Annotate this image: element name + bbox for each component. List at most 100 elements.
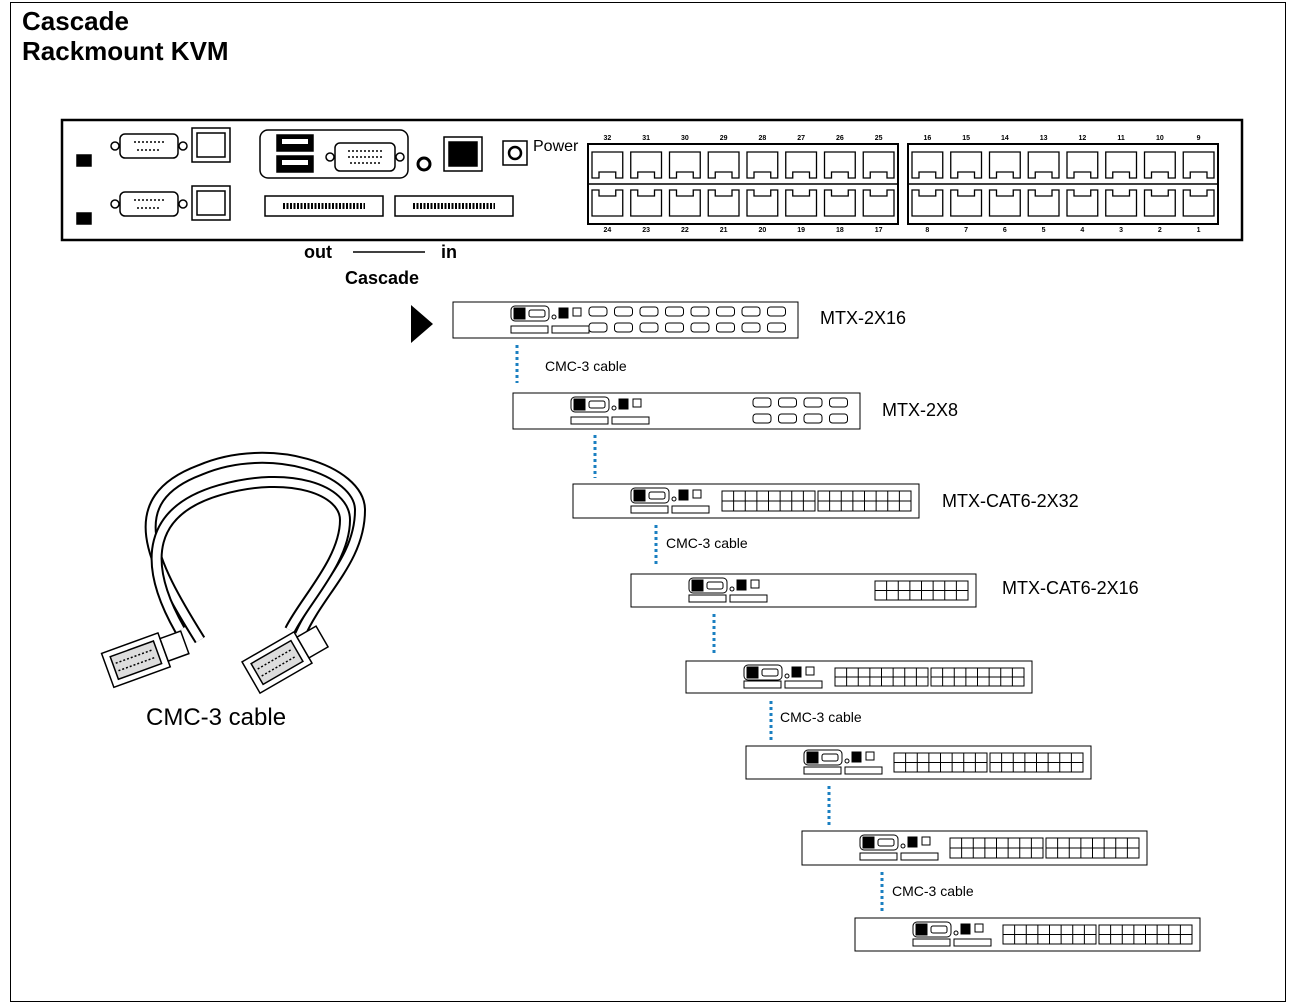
cascade-chain — [452, 301, 1201, 952]
rj45-port — [746, 189, 779, 217]
rj45-port — [988, 151, 1021, 179]
port-number-label: 31 — [642, 135, 650, 142]
rj45-port — [911, 189, 944, 217]
rj45-port — [911, 151, 944, 179]
serial-port-bottom — [110, 191, 188, 217]
cascade-unit — [452, 301, 799, 339]
cascade-unit — [630, 573, 977, 608]
rj45-port — [950, 151, 983, 179]
port-number-label: 11 — [1117, 135, 1125, 142]
port-number-label: 9 — [1197, 135, 1201, 142]
cable-label-4: CMC-3 cable — [892, 883, 974, 899]
vga-port — [767, 306, 786, 317]
port-number-label: 23 — [642, 227, 650, 234]
port-number-label: 21 — [720, 227, 728, 234]
diagram-title: Cascade Rackmount KVM — [22, 6, 229, 66]
port-number-label: 17 — [875, 227, 883, 234]
main-port-numbers: 3224312330222921282027192618251716815714… — [603, 135, 1200, 234]
title-line-2: Rackmount KVM — [22, 36, 229, 66]
port-number-label: 18 — [836, 227, 844, 234]
vga-port — [588, 322, 608, 333]
model-label-2: MTX-2X8 — [882, 400, 959, 420]
rj45-port — [1182, 151, 1215, 179]
main-kvm-unit — [60, 118, 1244, 242]
rj45-port — [746, 151, 779, 179]
serial-port-top — [110, 133, 188, 159]
vga-port — [690, 306, 710, 317]
port-number-label: 3 — [1119, 227, 1123, 234]
rj45-port — [988, 189, 1021, 217]
cascade-unit — [572, 483, 920, 519]
rj45-port — [823, 189, 856, 217]
vga-port — [614, 306, 633, 317]
cable-label-1: CMC-3 cable — [545, 358, 627, 374]
vga-port — [665, 306, 684, 317]
rj45-port — [823, 151, 856, 179]
vga-port — [829, 413, 848, 424]
vga-port — [588, 306, 608, 317]
rj45-port — [630, 189, 663, 217]
port-number-label: 32 — [603, 135, 611, 142]
port-number-label: 25 — [875, 135, 883, 142]
rj45-port — [950, 189, 983, 217]
rj45-port — [1105, 151, 1138, 179]
cascade-unit — [512, 392, 861, 430]
rj45-port — [1182, 189, 1215, 217]
port-number-label: 12 — [1078, 135, 1086, 142]
power-label: Power — [533, 138, 579, 155]
rj45-port — [1027, 151, 1060, 179]
vga-port — [778, 397, 797, 408]
cable-label-2: CMC-3 cable — [666, 535, 748, 551]
vga-port — [716, 322, 735, 333]
vga-port — [639, 322, 659, 333]
cascade-in-label: in — [441, 242, 457, 262]
vga-port — [803, 413, 823, 424]
rj45-port — [1143, 189, 1176, 217]
title-line-1: Cascade — [22, 6, 129, 36]
port-number-label: 14 — [1001, 135, 1009, 142]
cmc3-cable-icon — [100, 451, 367, 695]
vga-port — [639, 306, 659, 317]
cable-picture-label: CMC-3 cable — [146, 704, 287, 731]
cascade-label: Cascade — [345, 268, 420, 288]
port-number-label: 7 — [964, 227, 968, 234]
rj45-port — [707, 151, 740, 179]
cascade-unit — [745, 745, 1092, 780]
cascade-out-connector — [264, 195, 384, 217]
rj45-port — [1066, 189, 1099, 217]
port-number-label: 2 — [1158, 227, 1162, 234]
vga-port — [716, 306, 735, 317]
port-number-label: 10 — [1156, 135, 1164, 142]
rj45-port — [862, 151, 895, 179]
rj45-port — [1066, 151, 1099, 179]
port-number-label: 4 — [1080, 227, 1084, 234]
rj45-port — [1105, 189, 1138, 217]
arrow-icon — [411, 305, 433, 343]
port-number-label: 1 — [1197, 227, 1201, 234]
port-number-label: 27 — [797, 135, 805, 142]
cable-label-3: CMC-3 cable — [780, 709, 862, 725]
cascade-unit — [685, 660, 1033, 694]
vga-port — [767, 322, 786, 333]
vga-port — [752, 413, 772, 424]
vga-port — [741, 322, 761, 333]
vga-port — [741, 306, 761, 317]
rj45-port — [785, 189, 818, 217]
model-label-1: MTX-2X16 — [820, 308, 907, 328]
port-number-label: 13 — [1040, 135, 1048, 142]
port-number-label: 5 — [1042, 227, 1046, 234]
rj45-port — [668, 151, 701, 179]
vga-port — [665, 322, 684, 333]
vga-port — [803, 397, 823, 408]
rj45-port — [591, 151, 624, 179]
vga-port — [778, 413, 797, 424]
vga-port — [614, 322, 633, 333]
port-number-label: 19 — [797, 227, 805, 234]
model-label-4: MTX-CAT6-2X16 — [1002, 578, 1139, 598]
main-rj45-ports — [591, 151, 1215, 217]
vga-port — [829, 397, 848, 408]
model-label-3: MTX-CAT6-2X32 — [942, 491, 1079, 511]
port-number-label: 15 — [962, 135, 970, 142]
port-number-label: 22 — [681, 227, 689, 234]
